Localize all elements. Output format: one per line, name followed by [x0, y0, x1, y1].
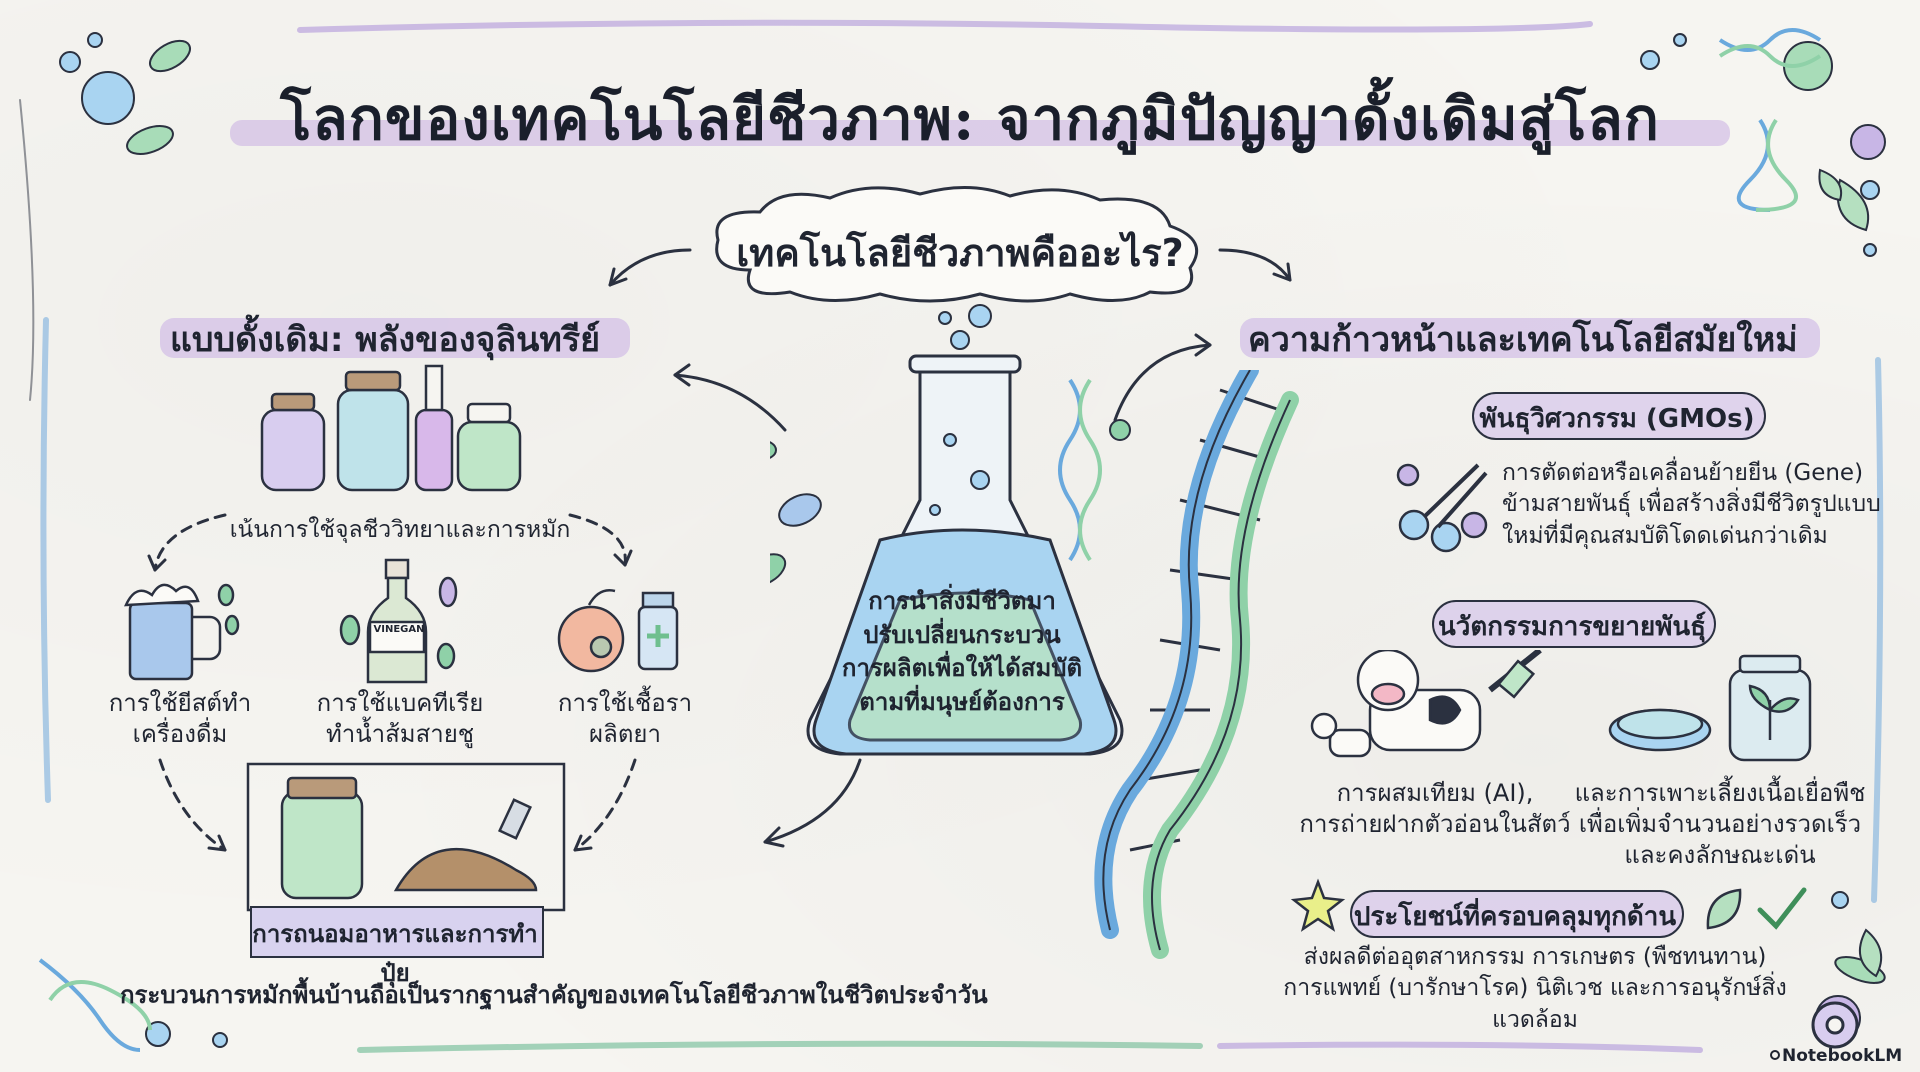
gmo-description: การตัดต่อหรือเคลื่อนย้ายยีน (Gene) ข้ามส…: [1502, 458, 1881, 552]
benefits-line1: ส่งผลดีต่ออุตสาหกรรม การเกษตร (พืชทนทาน): [1303, 944, 1767, 970]
yeast-caption: การใช้ยีสต์ทำ เครื่องดื่ม: [90, 688, 270, 750]
preservation-banner-text: การถนอมอาหารและการทำปุ๋ย: [252, 920, 538, 987]
leaf-check-icon: [1706, 887, 1807, 930]
gmo-line3: ใหม่ที่มีคุณสมบัติโดดเด่นกว่าเดิม: [1502, 522, 1828, 549]
animal-caption-line1: การผสมเทียม (AI),: [1336, 779, 1534, 807]
notebooklm-logo-icon: [1770, 1050, 1780, 1060]
animal-caption: การผสมเทียม (AI), การถ่ายฝากตัวอ่อนในสัต…: [1290, 778, 1580, 840]
bacteria-caption-line2: ทำน้ำส้มสายชู: [325, 720, 475, 749]
mold-caption-line1: การใช้เชื้อรา: [557, 689, 693, 717]
flask-line4: ตามที่มนุษย์ต้องการ: [859, 687, 1065, 716]
tissue-culture-illustration: [1608, 654, 1812, 762]
jars-caption: เน้นการใช้จุลชีววิทยาและการหมัก: [229, 517, 571, 543]
gmo-pill: [1472, 392, 1766, 440]
bacteria-caption-line1: การใช้แบคทีเรีย: [316, 689, 484, 717]
mold-caption-line2: ผลิตยา: [589, 720, 661, 749]
benefits-title: ประโยชน์ที่ครอบคลุมทุกด้าน: [1353, 902, 1677, 932]
brand-label: NotebookLM: [1782, 1046, 1903, 1066]
benefits-description: ส่งผลดีต่ออุตสาหกรรม การเกษตร (พืชทนทาน)…: [1250, 942, 1820, 1036]
breeding-pill: [1432, 600, 1716, 648]
bacteria-caption: การใช้แบคทีเรีย ทำน้ำส้มสายชู: [310, 688, 490, 750]
star-icon: [1290, 878, 1346, 932]
flask-line1: การนำสิ่งมีชีวิตมา: [868, 587, 1056, 615]
traditional-heading: แบบดั้งเดิม: พลังของจุลินทรีย์: [170, 320, 601, 360]
preservation-illustration: [246, 762, 566, 912]
jars-illustration: [260, 364, 522, 492]
flask-definition: การนำสิ่งมีชีวิตมา ปรับเปลี่ยนกระบวน การ…: [832, 585, 1092, 719]
thought-cloud: [715, 186, 1199, 303]
gmo-title: พันธุวิศวกรรม (GMOs): [1479, 404, 1755, 434]
traditional-heading-highlight: [160, 318, 630, 358]
flask-line2: ปรับเปลี่ยนกระบวน: [863, 620, 1061, 649]
traditional-footer: กระบวนการหมักพื้นบ้านถือเป็นรากฐานสำคัญข…: [120, 981, 988, 1009]
preservation-banner: [250, 906, 544, 958]
gmo-line1: การตัดต่อหรือเคลื่อนย้ายยีน (Gene): [1502, 460, 1864, 486]
plant-caption: และการเพาะเลี้ยงเนื้อเยื่อพืช เพื่อเพิ่ม…: [1570, 778, 1870, 872]
mold-caption: การใช้เชื้อรา ผลิตยา: [535, 688, 715, 750]
main-question: เทคโนโลยีชีวภาพคืออะไร?: [736, 231, 1184, 275]
beer-mug-icon: [124, 583, 240, 681]
breeding-title: นวัตกรรมการขยายพันธุ์: [1438, 612, 1706, 642]
modern-heading: ความก้าวหน้าและเทคโนโลยีสมัยใหม่: [1248, 320, 1798, 360]
cow-syringe-illustration: [1310, 650, 1542, 758]
vinegar-bottle-icon: [339, 558, 458, 684]
plant-caption-line2: เพื่อเพิ่มจำนวนอย่างรวดเร็ว: [1578, 810, 1862, 839]
flask-illustration: [770, 304, 1131, 756]
benefits-pill: [1350, 890, 1684, 938]
gmo-line2: ข้ามสายพันธุ์ เพื่อสร้างสิ่งมีชีวิตรูปแบ…: [1502, 491, 1881, 518]
animal-caption-line2: การถ่ายฝากตัวอ่อนในสัตว์: [1299, 810, 1571, 839]
yeast-caption-line1: การใช้ยีสต์ทำ: [108, 689, 252, 717]
title-highlight: [230, 120, 1730, 146]
plant-caption-line3: และคงลักษณะเด่น: [1624, 841, 1816, 870]
plant-caption-line1: และการเพาะเลี้ยงเนื้อเยื่อพืช: [1574, 779, 1866, 807]
dna-helix-illustration: [1094, 370, 1299, 959]
benefits-line2: การแพทย์ (บารักษาโรค) นิติเวช และการอนุร…: [1283, 975, 1787, 1033]
vinegar-label: VINEGAN: [373, 624, 425, 635]
modern-heading-highlight: [1240, 318, 1820, 358]
yeast-caption-line2: เครื่องดื่ม: [132, 720, 228, 749]
mold-medicine-icon: [557, 589, 679, 673]
gear-icon: [1811, 1001, 1859, 1049]
scissors-icon: [1396, 463, 1488, 553]
flask-line3: การผลิตเพื่อให้ได้สมบัติ: [841, 654, 1083, 683]
